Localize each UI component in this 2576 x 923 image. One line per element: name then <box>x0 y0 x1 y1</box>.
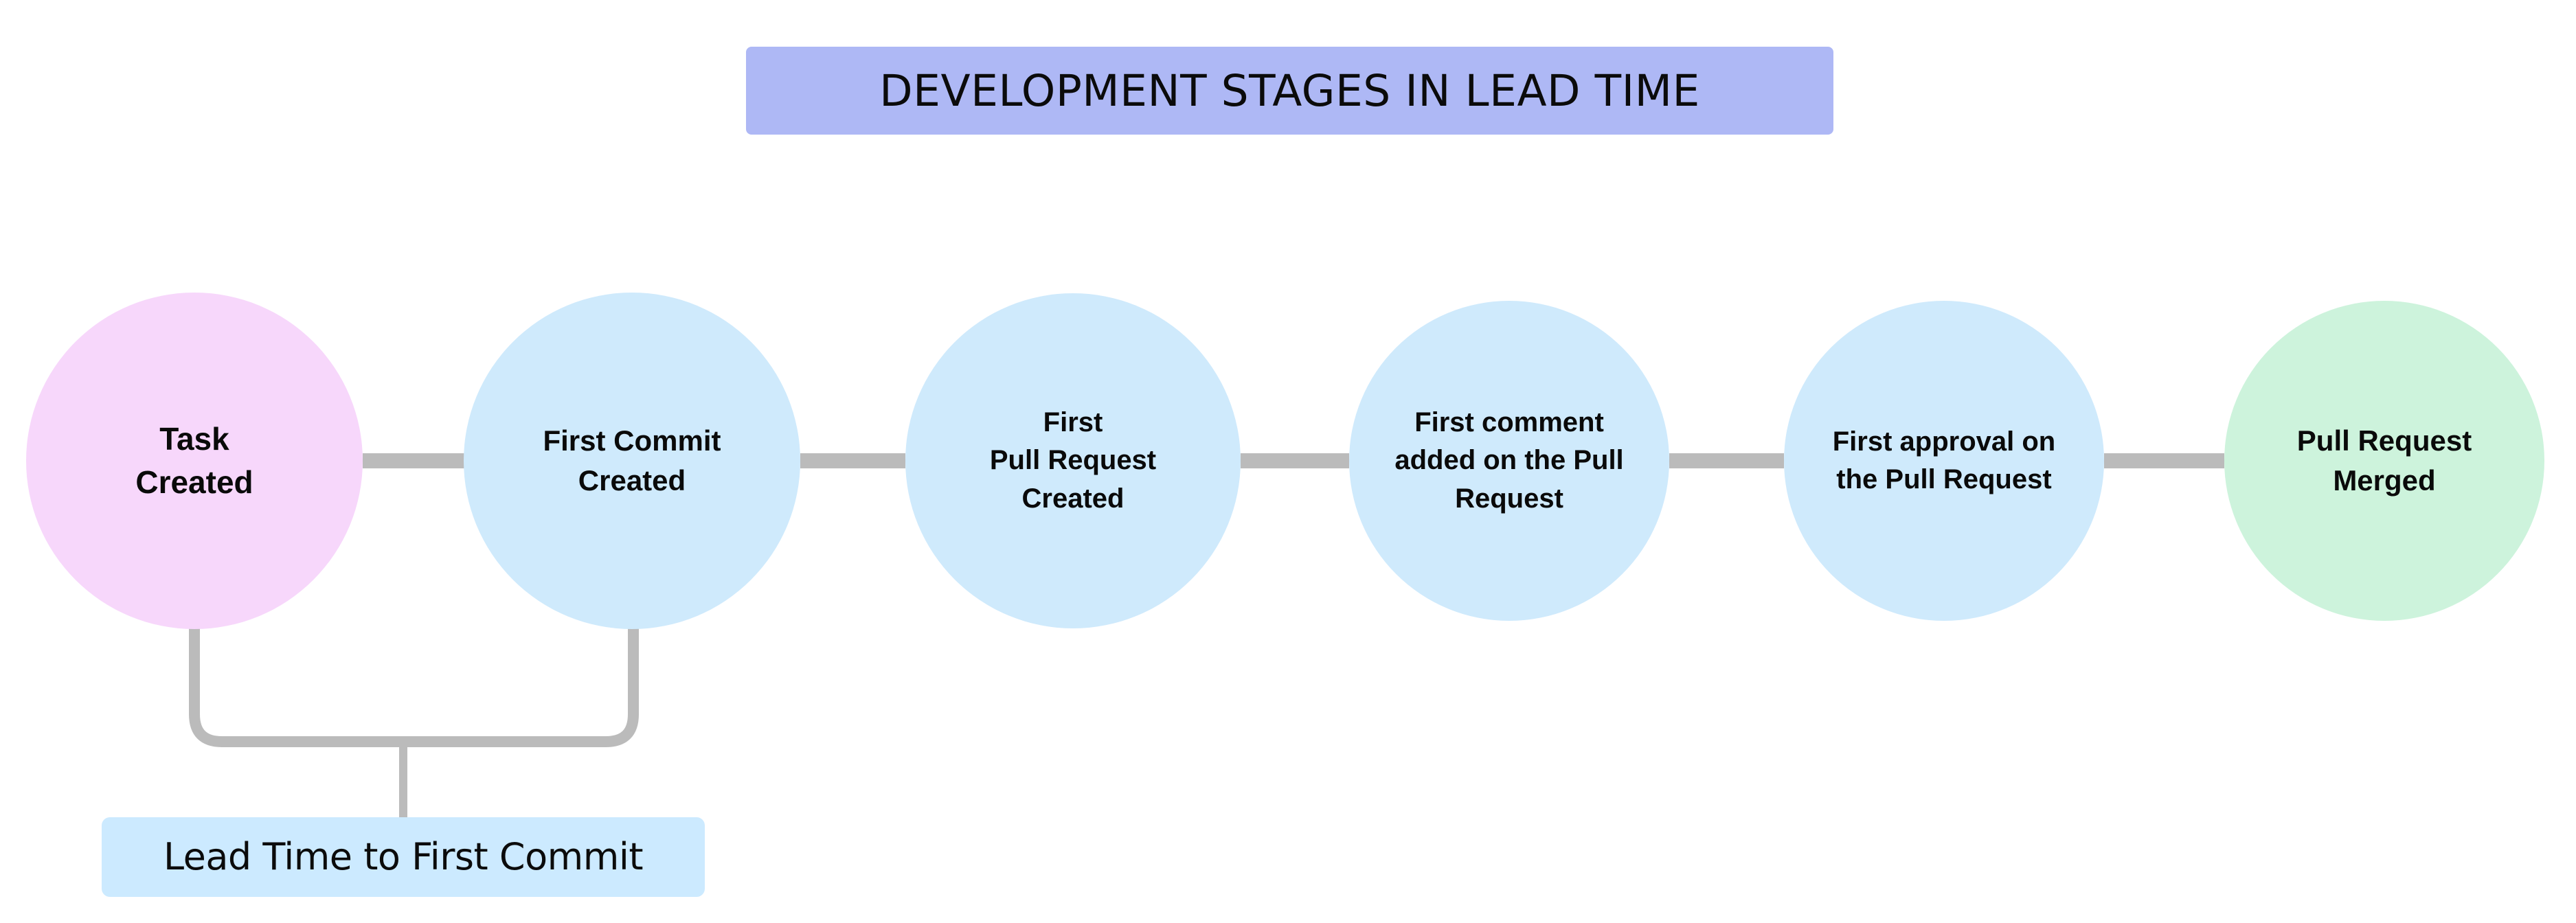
stage-node-first-commit-created[interactable]: First Commit Created <box>464 293 800 629</box>
stage-label-first-pull-request-created: First Pull Request Created <box>989 407 1157 514</box>
stage-label-first-comment-on-pull-request: First comment added on the Pull Request <box>1394 407 1624 514</box>
stage-node-task-created[interactable]: Task Created <box>26 293 363 629</box>
stage-node-first-comment-on-pull-request[interactable]: First comment added on the Pull Request <box>1349 301 1669 621</box>
page-title-banner: DEVELOPMENT STAGES IN LEAD TIME <box>746 47 1833 135</box>
annotation-bracket <box>189 623 639 747</box>
page-title: DEVELOPMENT STAGES IN LEAD TIME <box>879 65 1700 116</box>
stage-node-first-pull-request-created[interactable]: First Pull Request Created <box>905 293 1241 628</box>
stage-label-first-approval-on-pull-request: First approval on the Pull Request <box>1832 426 2056 494</box>
annotation-label: Lead Time to First Commit <box>163 835 644 878</box>
stage-label-task-created: Task Created <box>135 420 253 500</box>
annotation-chip-lead-time-to-first-commit[interactable]: Lead Time to First Commit <box>102 817 705 897</box>
stage-node-pull-request-merged[interactable]: Pull Request Merged <box>2224 301 2544 621</box>
stage-label-first-commit-created: First Commit Created <box>543 424 721 497</box>
stage-node-first-approval-on-pull-request[interactable]: First approval on the Pull Request <box>1784 301 2104 621</box>
stage-label-pull-request-merged: Pull Request Merged <box>2296 424 2472 497</box>
